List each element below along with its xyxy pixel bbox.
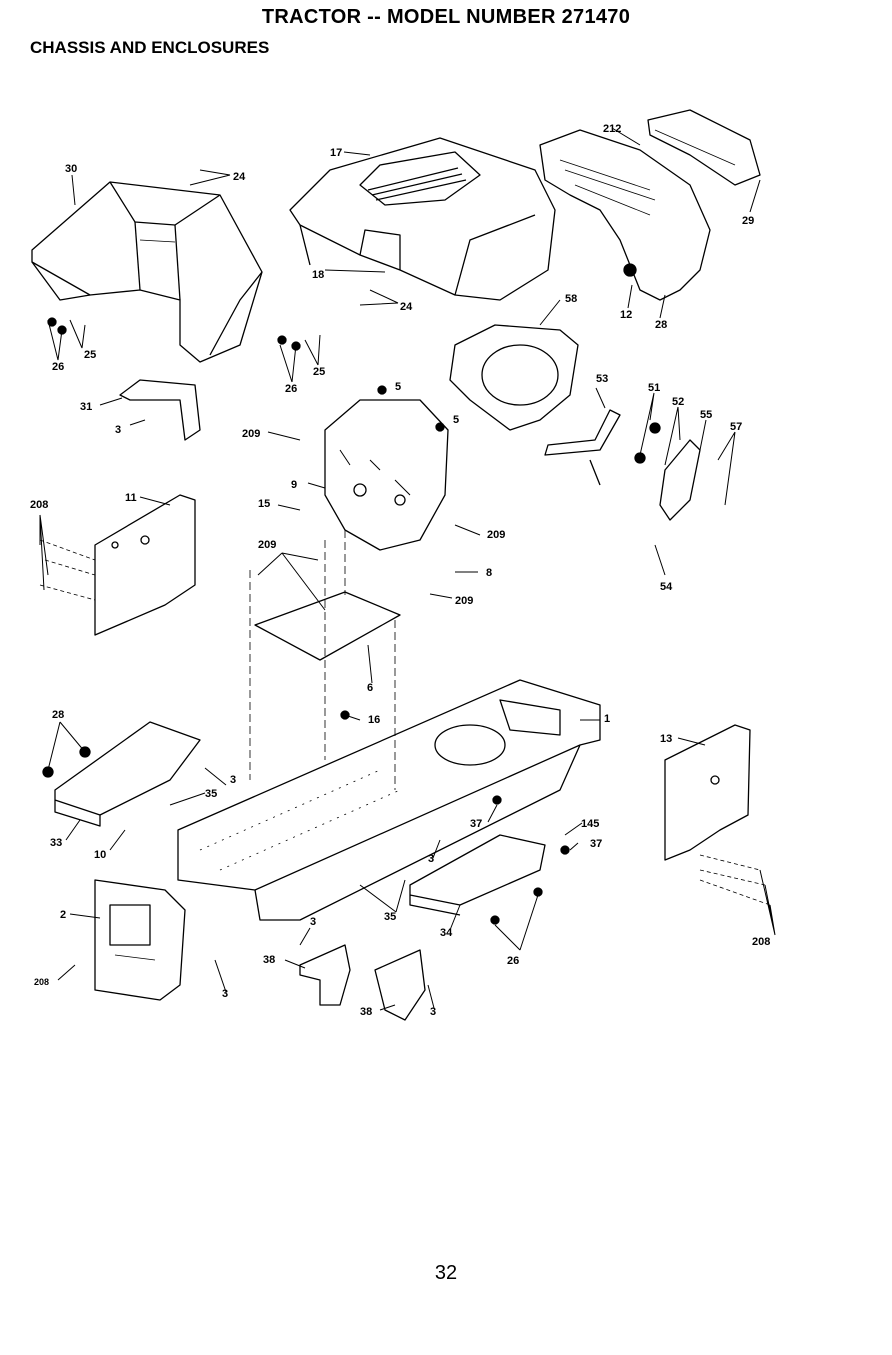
callout-16: 16 (368, 714, 380, 726)
callout-25b: 25 (313, 366, 325, 378)
callout-12: 12 (620, 309, 632, 321)
callout-1: 1 (604, 713, 610, 725)
right-side-panel-drawing (665, 725, 770, 905)
callout-209d: 209 (455, 595, 473, 607)
callout-208: 208 (30, 499, 48, 511)
callout-212: 212 (603, 123, 621, 135)
callout-28b: 28 (52, 709, 64, 721)
callout-209: 209 (242, 428, 260, 440)
rear-fender-drawing (32, 182, 262, 362)
callout-29: 29 (742, 215, 754, 227)
callout-209c: 209 (487, 529, 505, 541)
plate-drawing (255, 592, 400, 660)
grille-drawing (540, 110, 760, 300)
callout-38b: 38 (360, 1006, 372, 1018)
callout-24: 24 (233, 171, 246, 183)
rear-panel-drawing (95, 880, 185, 1000)
left-side-panel-drawing (40, 495, 195, 635)
callout-53: 53 (596, 373, 608, 385)
callout-34: 34 (440, 927, 453, 939)
callout-26c: 26 (507, 955, 519, 967)
callout-54: 54 (660, 581, 673, 593)
frame-drawing (178, 680, 600, 920)
callout-8: 8 (486, 567, 492, 579)
callout-13: 13 (660, 733, 672, 745)
callout-145: 145 (581, 818, 599, 830)
callout-26: 26 (52, 361, 64, 373)
callout-31: 31 (80, 401, 92, 413)
callout-209b: 209 (258, 539, 276, 551)
callout-11: 11 (125, 492, 137, 504)
callout-35: 35 (205, 788, 217, 800)
callout-3f: 3 (430, 1006, 436, 1018)
callout-17: 17 (330, 147, 342, 159)
callout-52: 52 (672, 396, 684, 408)
callout-3e: 3 (222, 988, 228, 1000)
callout-3: 3 (115, 424, 121, 436)
callout-51: 51 (648, 382, 660, 394)
callout-15: 15 (258, 498, 270, 510)
hood-drawing (290, 138, 555, 300)
dash-shield-drawing (450, 325, 578, 430)
callout-25: 25 (84, 349, 96, 361)
bracket-drawing (120, 380, 200, 440)
bracket-38a-drawing (300, 945, 350, 1005)
callout-58: 58 (565, 293, 577, 305)
lever-55-drawing (660, 440, 700, 520)
left-footboard-drawing (55, 722, 200, 826)
callout-6: 6 (367, 682, 373, 694)
callout-3c: 3 (428, 853, 434, 865)
callout-9: 9 (291, 479, 297, 491)
dash-panel-drawing (325, 400, 448, 550)
callout-55: 55 (700, 409, 712, 421)
callout-38: 38 (263, 954, 275, 966)
callout-30: 30 (65, 163, 77, 175)
callout-3b: 3 (230, 774, 236, 786)
callout-18: 18 (312, 269, 324, 281)
callout-5b: 5 (453, 414, 459, 426)
callout-57: 57 (730, 421, 742, 433)
callout-37b: 37 (590, 838, 602, 850)
page-number: 32 (0, 1262, 892, 1285)
callout-208c: 208 (34, 977, 49, 987)
callout-208b: 208 (752, 936, 770, 948)
callout-37: 37 (470, 818, 482, 830)
callout-2: 2 (60, 909, 66, 921)
right-footboard-drawing (410, 835, 545, 915)
hardware (43, 264, 660, 924)
callout-33: 33 (50, 837, 62, 849)
lever-53-drawing (545, 410, 620, 485)
parts-diagram: 30 24 17 212 29 18 24 58 12 28 26 25 26 … (0, 0, 892, 1260)
callout-5: 5 (395, 381, 401, 393)
callout-28: 28 (655, 319, 667, 331)
callout-10: 10 (94, 849, 106, 861)
callout-24b: 24 (400, 301, 413, 313)
callout-26b: 26 (285, 383, 297, 395)
callout-35b: 35 (384, 911, 396, 923)
callout-3d: 3 (310, 916, 316, 928)
leader-lines (40, 128, 775, 1010)
